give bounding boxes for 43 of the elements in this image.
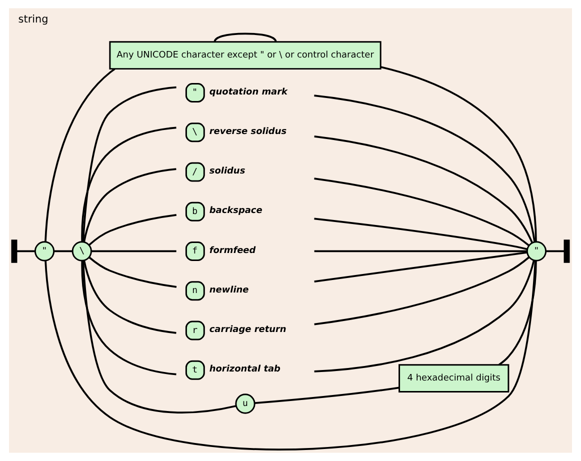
connector xyxy=(44,68,116,242)
connector xyxy=(16,250,36,252)
connector xyxy=(314,178,530,246)
node-circle: " xyxy=(34,241,55,262)
connector xyxy=(88,214,177,246)
connector xyxy=(380,66,537,242)
connector xyxy=(314,94,536,242)
connector xyxy=(82,260,236,414)
connector xyxy=(314,252,528,282)
node-label: carriage return xyxy=(209,325,286,336)
connector xyxy=(82,86,176,242)
node-label: solidus xyxy=(209,166,246,177)
node-circle: \ xyxy=(72,241,92,262)
node-box: 4 hexadecimal digits xyxy=(398,364,510,393)
node-bar xyxy=(11,240,18,263)
connector xyxy=(214,32,277,42)
connector xyxy=(314,260,535,372)
connector xyxy=(254,386,400,404)
connector xyxy=(88,256,177,288)
connector xyxy=(314,256,530,326)
node-label: newline xyxy=(209,285,249,296)
node-label: formfeed xyxy=(209,246,256,256)
node-label: quotation mark xyxy=(209,87,288,98)
connector xyxy=(546,250,565,252)
connector xyxy=(91,250,176,252)
node-label: horizontal tab xyxy=(209,364,280,375)
node-circle: " xyxy=(526,241,547,262)
node-bar xyxy=(564,240,570,263)
connector xyxy=(81,126,176,242)
connector xyxy=(44,260,536,450)
connector xyxy=(83,168,176,242)
connector xyxy=(314,218,528,250)
node-box: Any UNICODE character except " or \ or control character xyxy=(109,41,382,70)
connector xyxy=(498,260,537,366)
connector xyxy=(314,135,534,244)
node-label: reverse solidus xyxy=(209,126,287,137)
connector xyxy=(314,250,527,252)
connector xyxy=(83,260,176,334)
diagram-title: string xyxy=(18,14,48,26)
node-label: backspace xyxy=(209,206,262,216)
connector xyxy=(81,260,176,376)
connector xyxy=(54,250,73,252)
node-circle: u xyxy=(235,394,256,414)
